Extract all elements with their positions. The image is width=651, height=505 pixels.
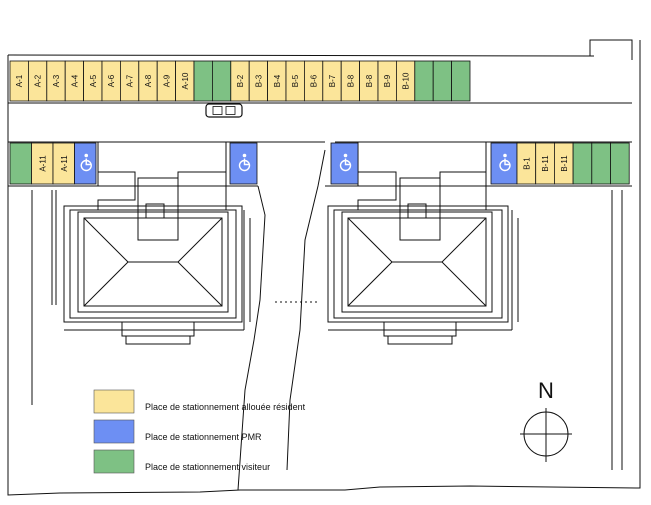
parking-space-label: A-11 <box>38 155 47 172</box>
legend-swatch <box>93 389 135 414</box>
parking-space-resident: B-3 <box>248 60 268 102</box>
parking-space-resident: B-11 <box>554 142 574 185</box>
parking-space-visitor <box>610 142 630 185</box>
parking-space-visitor <box>9 142 32 185</box>
legend-swatch <box>93 419 135 444</box>
parking-space-label: B-1 <box>522 157 531 170</box>
parking-space-pmr <box>229 142 258 185</box>
parking-space-resident: A-7 <box>120 60 140 102</box>
parking-space-visitor <box>451 60 471 102</box>
legend-item-pmr: Place de stationnement PMR <box>93 419 262 444</box>
parking-pmr-building-b <box>330 142 359 185</box>
parking-space-label: B-6 <box>310 74 319 87</box>
parking-space-resident: A-9 <box>156 60 176 102</box>
parking-row-top: A-1 A-2 A-3 A-4 A-5 A-6 A-7 A-8 A-9 A-10 B-2 B-3 B-4… <box>9 60 471 102</box>
parking-space-resident: B-4 <box>267 60 287 102</box>
parking-space-resident: A-1 <box>9 60 29 102</box>
parking-space-label: B-8 <box>365 74 374 87</box>
parking-space-pmr <box>490 142 518 185</box>
parking-space-visitor <box>193 60 213 102</box>
parking-space-resident: A-11 <box>31 142 54 185</box>
parking-space-resident: B-7 <box>322 60 342 102</box>
parking-space-resident: B-9 <box>377 60 397 102</box>
parking-space-label: B-9 <box>383 74 392 87</box>
parking-row-left: A-11 A-11 <box>9 142 97 185</box>
legend-label: Place de stationnement PMR <box>145 432 262 442</box>
wheelchair-icon <box>339 153 352 172</box>
parking-space-visitor <box>591 142 611 185</box>
parking-space-visitor <box>211 60 232 102</box>
parking-space-resident: A-4 <box>64 60 84 102</box>
wheelchair-icon <box>238 153 251 172</box>
parking-space-label: B-2 <box>236 74 245 87</box>
parking-space-visitor <box>432 60 453 102</box>
compass-rose-icon <box>520 408 572 462</box>
parking-space-resident: B-6 <box>303 60 324 102</box>
legend-swatch <box>93 449 135 474</box>
parking-space-label: B-3 <box>254 74 263 87</box>
parking-space-label: A-8 <box>144 74 153 87</box>
parking-space-label: A-7 <box>126 74 135 87</box>
parking-space-resident: B-8 <box>359 60 379 102</box>
parking-space-resident: B-11 <box>535 142 555 185</box>
parking-space-resident: B-1 <box>516 142 537 185</box>
parking-space-resident: B-8 <box>340 60 361 102</box>
parking-space-resident: B-2 <box>230 60 250 102</box>
parking-space-label: A-10 <box>181 72 190 89</box>
parking-space-label: A-3 <box>52 74 61 87</box>
parking-space-label: A-5 <box>89 74 98 87</box>
parking-space-resident: B-5 <box>285 60 305 102</box>
wheelchair-icon <box>499 153 511 172</box>
parking-space-resident: A-3 <box>46 60 66 102</box>
parking-pmr-building-a <box>229 142 258 185</box>
parking-space-label: A-9 <box>162 74 171 87</box>
parking-space-visitor <box>414 60 434 102</box>
building-a <box>63 141 251 345</box>
parking-space-label: A-11 <box>60 155 69 172</box>
parking-space-label: B-11 <box>560 155 569 172</box>
parking-space-resident: A-11 <box>52 142 75 185</box>
parking-space-label: A-6 <box>107 74 116 87</box>
parking-space-resident: B-10 <box>395 60 416 102</box>
parking-space-label: B-8 <box>346 74 355 87</box>
legend: Place de stationnement allouée résidentP… <box>93 389 306 474</box>
parking-space-resident: A-10 <box>175 60 195 102</box>
compass: N <box>520 378 572 462</box>
parking-space-resident: A-8 <box>138 60 158 102</box>
wheelchair-icon <box>80 153 92 172</box>
parking-space-label: B-4 <box>273 74 282 87</box>
parking-space-label: B-11 <box>541 155 550 172</box>
legend-label: Place de stationnement allouée résident <box>145 402 306 412</box>
parking-space-label: B-10 <box>402 72 411 89</box>
parking-space-resident: A-5 <box>83 60 103 102</box>
parking-row-right: B-1 B-11 B-11 <box>490 142 630 185</box>
parking-space-label: A-1 <box>15 74 24 87</box>
parking-space-resident: A-2 <box>27 60 48 102</box>
parking-space-label: A-2 <box>34 74 43 87</box>
parking-space-label: B-5 <box>291 74 300 87</box>
legend-item-resident: Place de stationnement allouée résident <box>93 389 306 414</box>
parking-space-pmr <box>330 142 359 185</box>
legend-label: Place de stationnement visiteur <box>145 462 270 472</box>
legend-item-visitor: Place de stationnement visiteur <box>93 449 270 474</box>
parking-space-pmr <box>74 142 97 185</box>
parking-space-label: B-7 <box>328 74 337 87</box>
car-icon <box>205 103 243 118</box>
parking-space-resident: A-6 <box>101 60 121 102</box>
parking-space-label: A-4 <box>70 74 79 87</box>
north-label: N <box>538 378 554 403</box>
parking-space-visitor <box>572 142 593 185</box>
